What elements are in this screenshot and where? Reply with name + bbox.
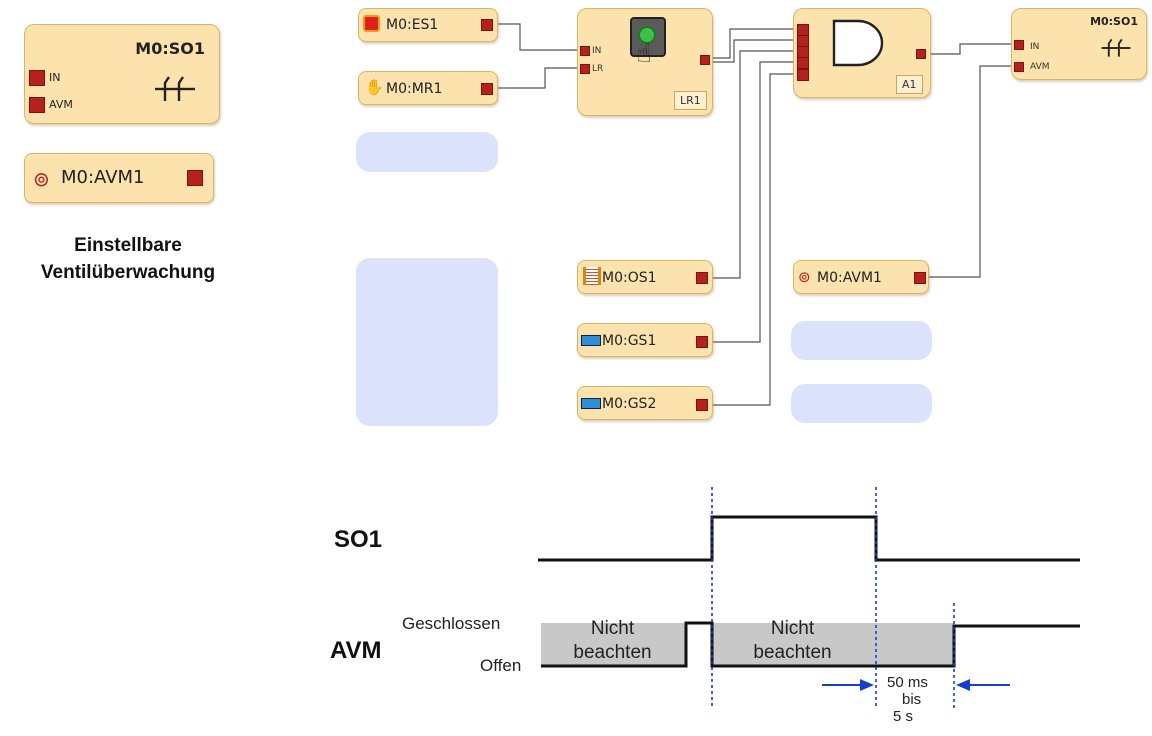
gs2-output-pad[interactable] xyxy=(696,399,708,411)
empty-slot-1[interactable] xyxy=(356,132,498,172)
legend-caption: Einstellbare Ventilüberwachung xyxy=(0,232,256,286)
es1-label: M0:ES1 xyxy=(386,17,439,33)
legend-caption-line1: Einstellbare xyxy=(74,235,182,256)
so1-port-avm: AVM xyxy=(1030,62,1050,72)
wire-mr1-reset-lr xyxy=(493,67,580,89)
delay-text-line2: bis xyxy=(902,691,922,708)
es1-output-pad[interactable] xyxy=(481,19,493,31)
so1-contact-icon xyxy=(1101,38,1131,57)
door-switch-icon-gs2 xyxy=(581,398,601,409)
so1-output-block[interactable]: M0:SO1 IN AVM xyxy=(1011,8,1147,80)
and-pad-in-4[interactable] xyxy=(797,57,809,69)
ignore-text-2-line1: Nicht xyxy=(770,618,815,639)
output-contact-icon xyxy=(155,76,195,101)
and-gate-icon xyxy=(832,19,884,67)
wire-es1-reset-in xyxy=(493,23,580,51)
wire-reset-and-2 xyxy=(711,39,797,63)
wires xyxy=(493,23,1015,406)
ignore-text-1-line2: beachten xyxy=(573,642,652,663)
reset-pad-in[interactable] xyxy=(580,46,590,56)
valve-monitor-icon: ⊚ xyxy=(33,167,50,191)
hand-icon: ☝ xyxy=(636,39,652,69)
so1-signal xyxy=(538,515,1080,562)
reset-pad-lr[interactable] xyxy=(580,64,590,74)
os1-output-pad[interactable] xyxy=(696,272,708,284)
timing-diagram xyxy=(538,487,1080,708)
legend-so1-pad-in[interactable] xyxy=(29,70,45,86)
and-badge: A1 xyxy=(896,75,923,94)
and-pad-out[interactable] xyxy=(916,49,926,59)
empty-slot-4[interactable] xyxy=(791,384,932,423)
wire-and-so1-in xyxy=(928,43,1015,55)
delay-text-line3: 5 s xyxy=(893,708,914,725)
level-open-label: Offen xyxy=(480,656,522,675)
empty-slot-3[interactable] xyxy=(791,321,932,360)
legend-so1-pad-avm[interactable] xyxy=(29,97,45,113)
delay-text-line1: 50 ms xyxy=(887,674,928,691)
so1-pad-avm[interactable] xyxy=(1014,62,1024,72)
ignore-text-2: Nicht beachten xyxy=(720,617,865,665)
mr1-label: M0:MR1 xyxy=(386,81,443,97)
legend-caption-line2: Ventilüberwachung xyxy=(40,262,216,283)
light-curtain-icon xyxy=(583,267,601,285)
legend-so1-port-in: IN xyxy=(49,71,61,84)
delay-arrowhead-right xyxy=(956,679,970,691)
ignore-text-1-line1: Nicht xyxy=(590,618,635,639)
wire-avm1-so1-avm xyxy=(920,65,1015,278)
legend-so1-port-avm: AVM xyxy=(49,98,73,111)
avm1-valve-icon: ⊚ xyxy=(798,268,811,286)
wire-reset-and-1 xyxy=(711,28,797,59)
gs1-input-block[interactable]: M0:GS1 xyxy=(577,323,713,357)
empty-slot-2[interactable] xyxy=(356,258,498,426)
and-block[interactable]: A1 xyxy=(793,8,931,98)
so1-title: M0:SO1 xyxy=(1090,15,1138,28)
legend-avm-label: M0:AVM1 xyxy=(61,167,145,188)
avm1-input-block[interactable]: ⊚ M0:AVM1 xyxy=(793,260,929,294)
level-closed-label: Geschlossen xyxy=(402,614,501,633)
reset-button-icon xyxy=(630,17,666,57)
avm-signal-label: AVM xyxy=(330,637,382,664)
gs1-label: M0:GS1 xyxy=(602,333,657,349)
reset-pad-out[interactable] xyxy=(700,55,710,65)
ignore-zone-1 xyxy=(541,623,686,666)
so1-signal-label: SO1 xyxy=(334,526,383,553)
gs2-label: M0:GS2 xyxy=(602,396,657,412)
emergency-stop-icon xyxy=(363,15,380,32)
gs2-input-block[interactable]: M0:GS2 xyxy=(577,386,713,420)
legend-avm-block[interactable]: ⊚ M0:AVM1 xyxy=(24,153,214,203)
so1-pad-in[interactable] xyxy=(1014,40,1024,50)
mr1-output-pad[interactable] xyxy=(481,83,493,95)
manual-reset-icon: ✋ xyxy=(365,78,384,96)
wire-gs1-and xyxy=(709,61,797,343)
reset-badge: LR1 xyxy=(674,91,707,110)
delay-arrowhead-left xyxy=(860,679,874,691)
ignore-text-1: Nicht beachten xyxy=(545,617,680,665)
door-switch-icon-gs1 xyxy=(581,335,601,346)
gs1-output-pad[interactable] xyxy=(696,336,708,348)
es1-input-block[interactable]: M0:ES1 xyxy=(358,8,498,42)
so1-port-in: IN xyxy=(1030,42,1040,52)
ignore-zone-2 xyxy=(712,623,954,666)
wire-gs2-and xyxy=(709,73,797,406)
legend-so1-block[interactable]: M0:SO1 IN AVM xyxy=(24,24,220,124)
reset-port-in: IN xyxy=(592,46,602,56)
wire-os1-and xyxy=(709,50,797,279)
and-pad-in-5[interactable] xyxy=(797,69,809,81)
mr1-input-block[interactable]: ✋ M0:MR1 xyxy=(358,71,498,105)
avm1-label: M0:AVM1 xyxy=(817,270,882,286)
avm1-output-pad[interactable] xyxy=(914,272,926,284)
reset-block[interactable]: IN LR ☝ LR1 xyxy=(577,8,713,116)
ignore-text-2-line2: beachten xyxy=(753,642,832,663)
legend-avm-pad[interactable] xyxy=(187,170,203,186)
reset-port-lr: LR xyxy=(592,64,604,74)
legend-so1-title: M0:SO1 xyxy=(135,39,205,58)
os1-input-block[interactable]: M0:OS1 xyxy=(577,260,713,294)
os1-label: M0:OS1 xyxy=(602,270,657,286)
